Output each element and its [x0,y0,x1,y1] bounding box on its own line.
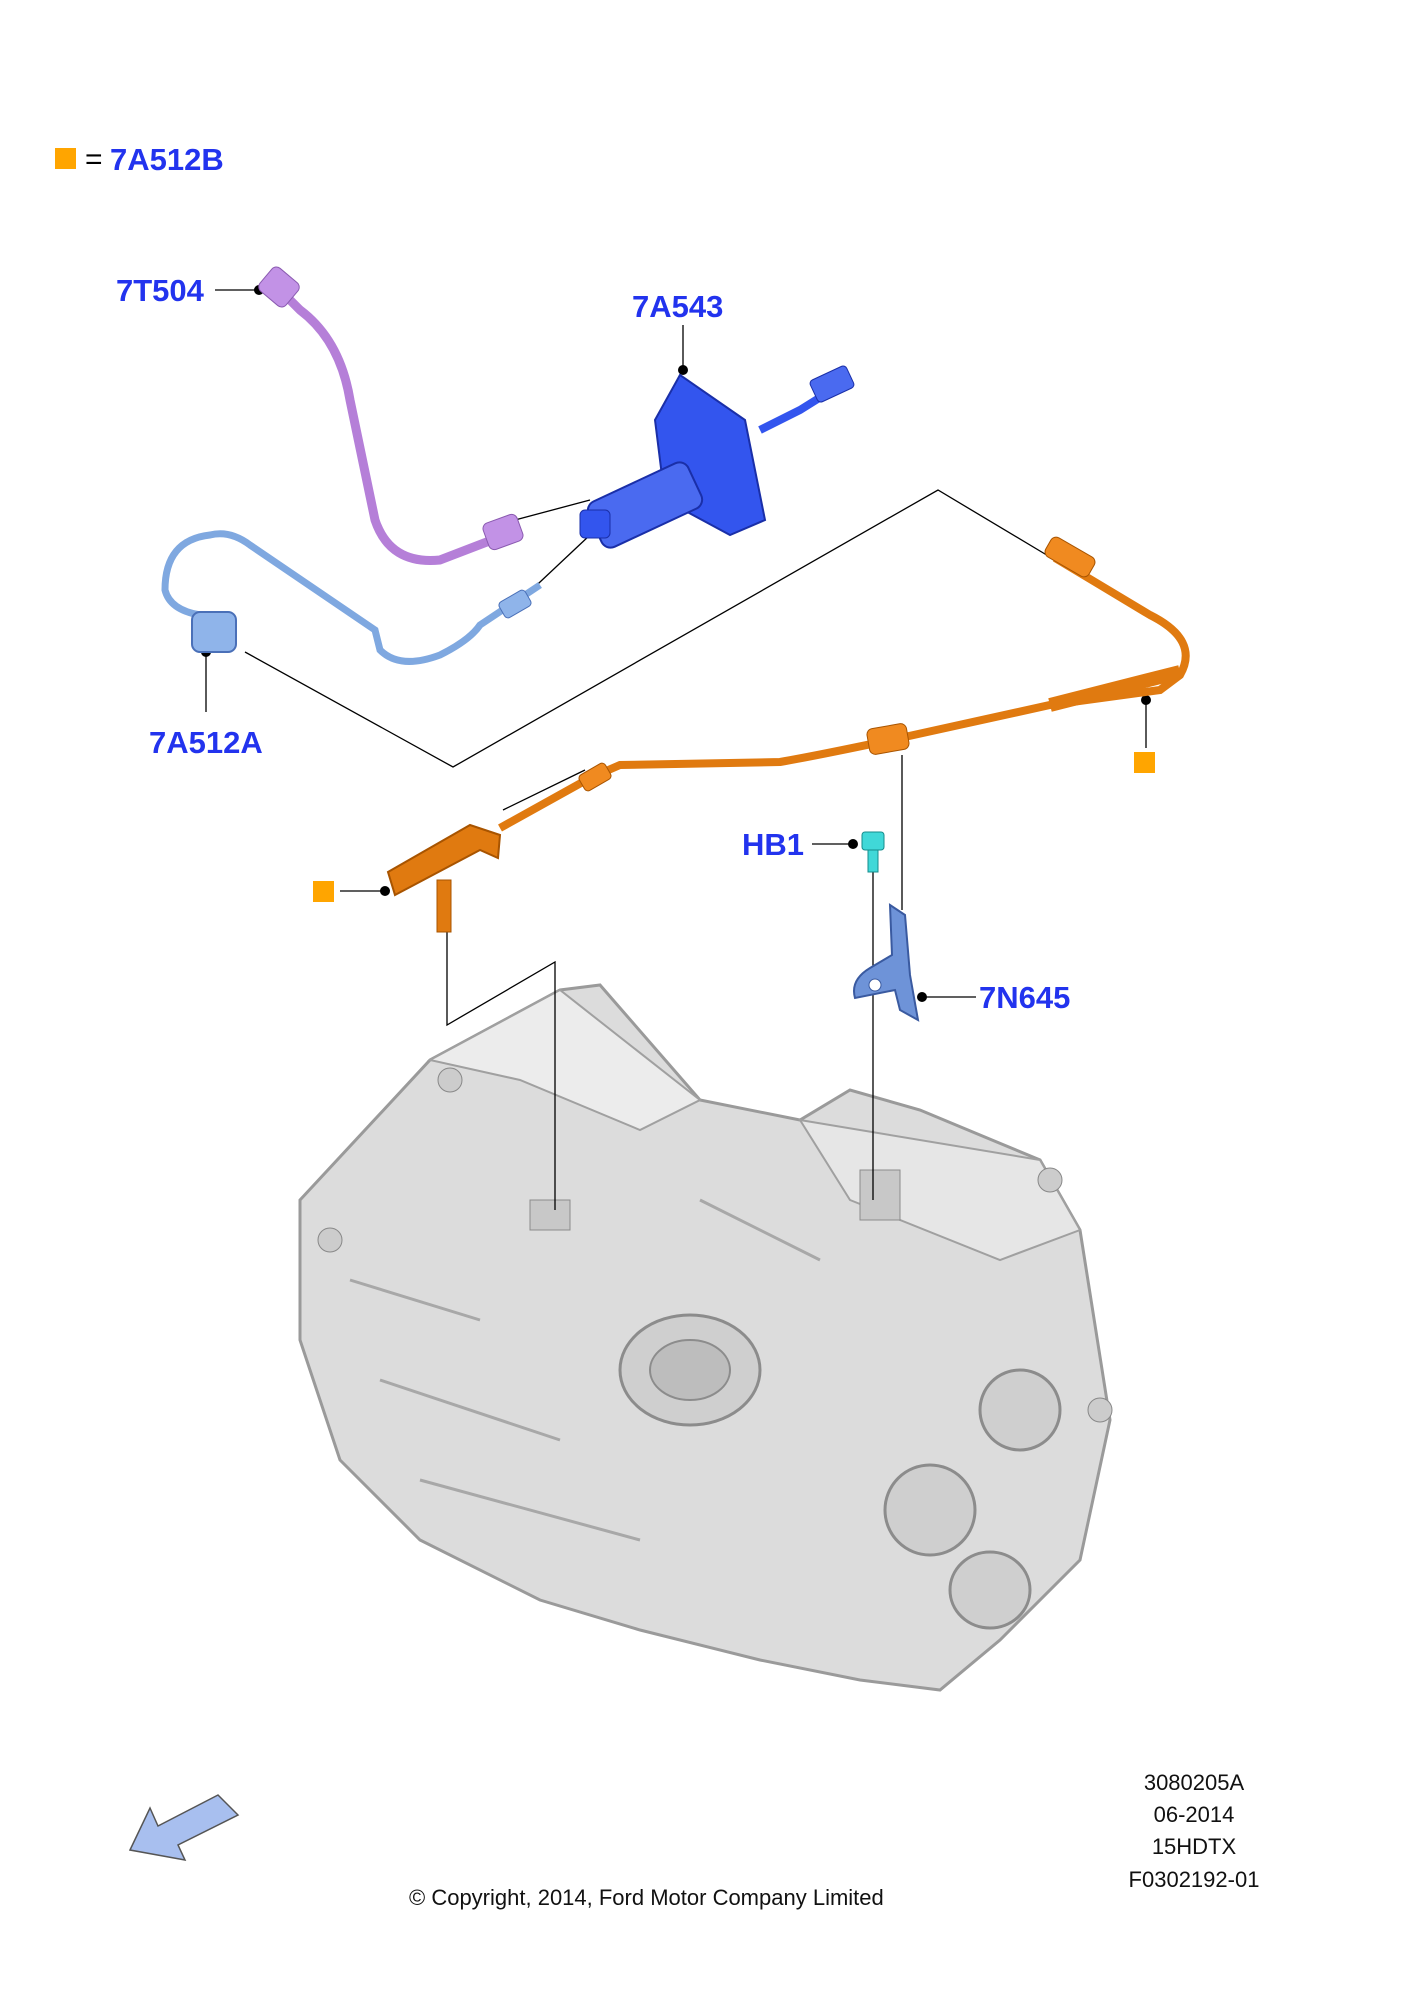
hose-7T504 [258,266,524,565]
copyright: © Copyright, 2014, Ford Motor Company Li… [409,1885,884,1910]
bolt-HB1 [861,831,885,873]
date-code: 06-2014 [1153,1802,1235,1827]
legend-part-number: 7A512B [110,142,224,177]
tube-7A512A [161,530,542,665]
direction-arrow-icon [128,1794,240,1861]
callout-7A512A[interactable]: 7A512A [149,725,263,760]
orange-marker-lower [313,881,334,902]
callout-7N645[interactable]: 7N645 [979,980,1071,1015]
legend-equals: = [85,143,103,176]
hose-7A512B [386,536,1190,933]
orange-marker-upper [1134,752,1155,773]
callout-7A543[interactable]: 7A543 [632,289,724,324]
bracket-7N645 [853,903,920,1022]
figure-code: F0302192-01 [1128,1867,1260,1892]
callout-7T504[interactable]: 7T504 [116,273,204,308]
illustration-code: 3080205A [1143,1770,1245,1795]
transmission-housing [298,983,1113,1692]
legend-orange-square [55,148,76,169]
model-code: 15HDTX [1151,1834,1237,1859]
leader-lines [205,289,1150,1210]
callout-HB1[interactable]: HB1 [742,827,805,862]
master-cylinder-7A543 [579,365,855,549]
